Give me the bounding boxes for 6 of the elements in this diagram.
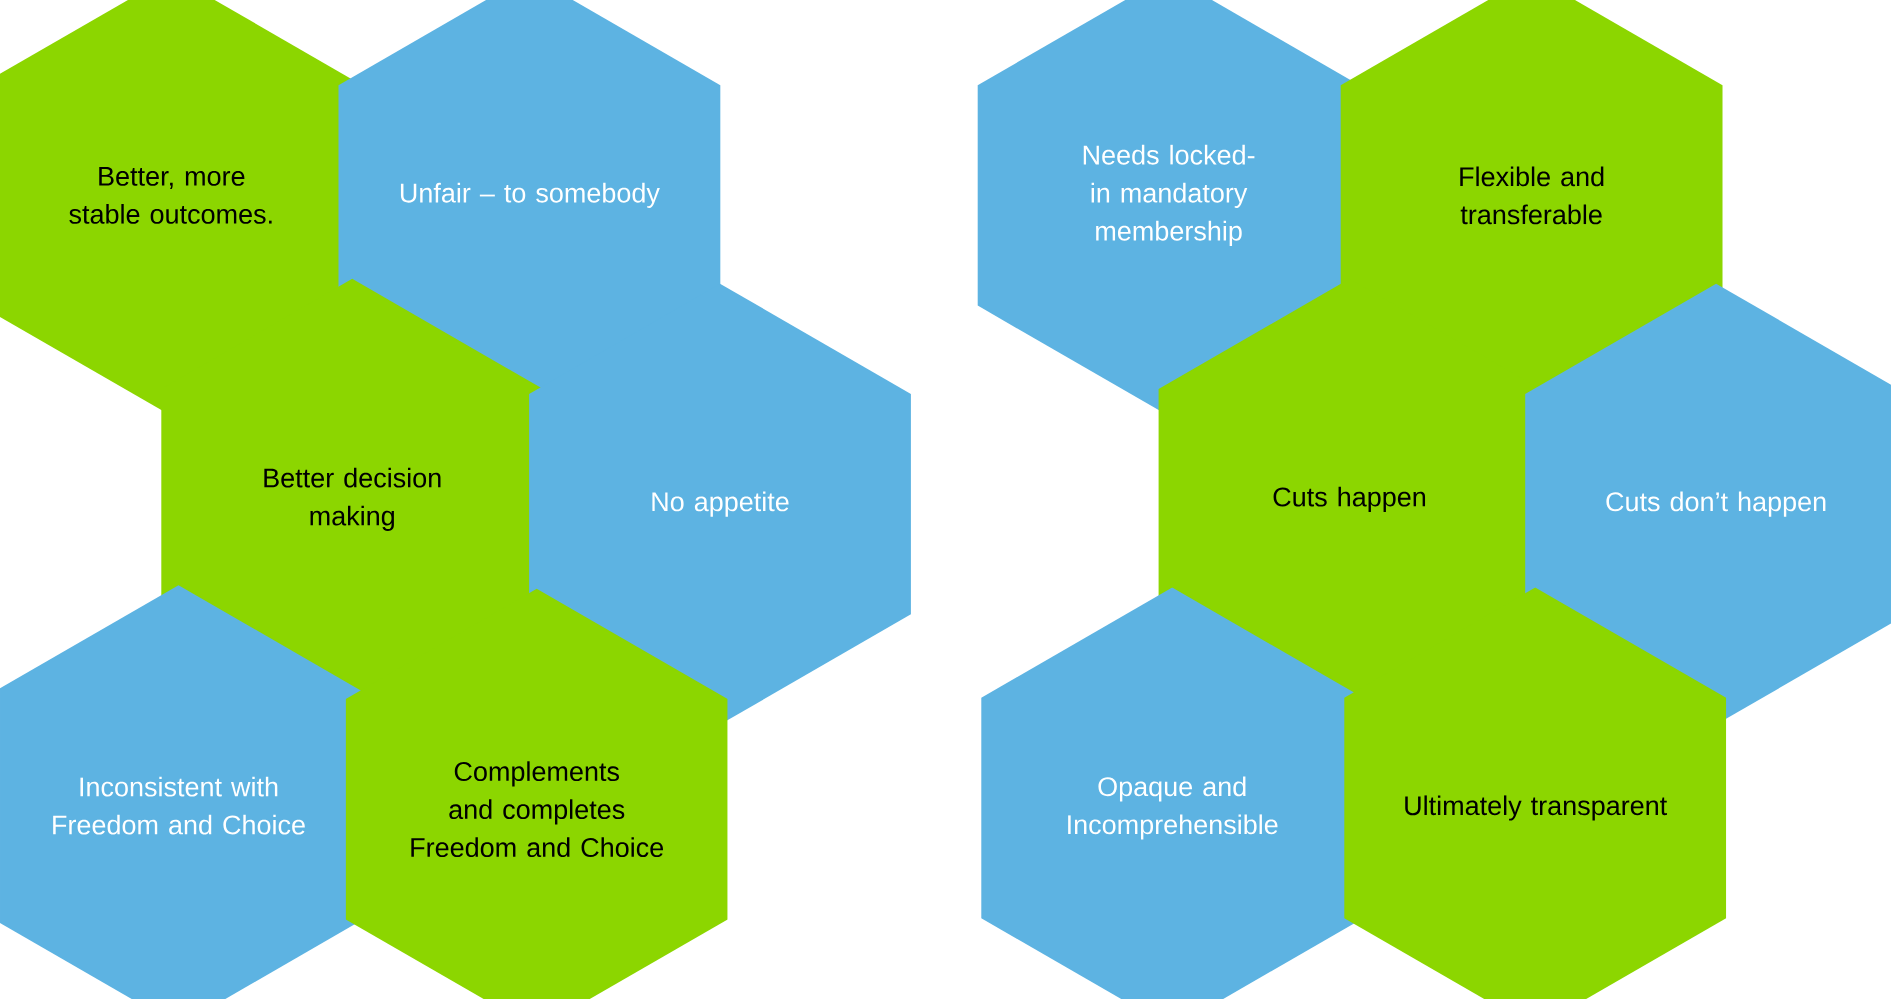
hexagon: Complements and completes Freedom and Choice xyxy=(345,588,728,999)
node-label: Flexible and transferable xyxy=(1460,166,1604,225)
hexagon: Ultimately transparent xyxy=(1344,587,1727,999)
node-label: Cuts happen xyxy=(1273,486,1426,512)
node-label: Better, more stable outcomes. xyxy=(69,166,272,224)
hexagon: No appetite xyxy=(529,283,911,725)
